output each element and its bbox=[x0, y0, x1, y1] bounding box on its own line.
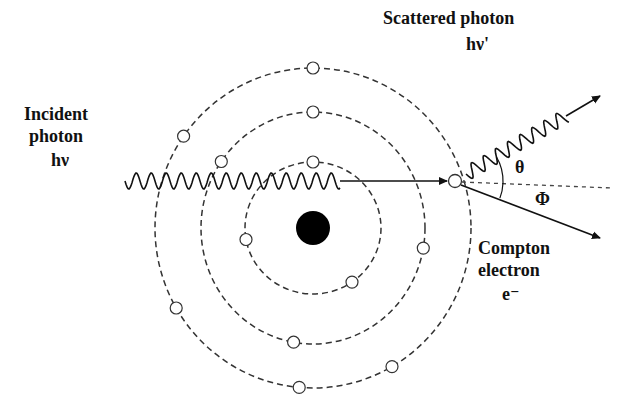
incident-photon-label: Incident photon bbox=[8, 104, 104, 147]
reference-line bbox=[462, 182, 612, 188]
orbital-electron bbox=[293, 381, 305, 393]
orbital-electron bbox=[307, 62, 319, 74]
middle-shell bbox=[201, 112, 425, 344]
orbital-electron bbox=[346, 276, 358, 288]
orbital-electron bbox=[307, 106, 319, 118]
scatter-angle-label: θ bbox=[515, 157, 524, 179]
orbital-electron bbox=[240, 234, 252, 246]
orbital-electron bbox=[386, 361, 398, 373]
orbital-electron bbox=[288, 336, 300, 348]
orbital-electron bbox=[178, 130, 190, 142]
outer-shell bbox=[155, 68, 471, 388]
orbital-electron bbox=[417, 242, 429, 254]
orbital-electron bbox=[215, 156, 227, 168]
incident-arrow bbox=[340, 180, 447, 182]
orbital-electron bbox=[170, 302, 182, 314]
compton-electron-dot bbox=[449, 175, 462, 188]
recoil-angle-label: Φ bbox=[535, 189, 550, 211]
scattered-energy-label: hν' bbox=[466, 34, 489, 56]
nucleus bbox=[296, 211, 330, 245]
scattered-wave bbox=[466, 113, 569, 178]
compton-electron-label: Compton electron bbox=[478, 238, 570, 281]
orbital-electron bbox=[307, 156, 319, 168]
electron-arrow bbox=[461, 185, 600, 238]
scattered-arrow bbox=[566, 96, 600, 116]
electrons bbox=[170, 62, 429, 393]
electron-symbol-label: e⁻ bbox=[502, 284, 520, 306]
phi-arc bbox=[500, 183, 503, 198]
incident-wave bbox=[125, 173, 340, 189]
theta-arc bbox=[496, 157, 503, 183]
incident-energy-label: hν bbox=[40, 150, 80, 172]
scattered-photon-label: Scattered photon bbox=[383, 8, 514, 30]
